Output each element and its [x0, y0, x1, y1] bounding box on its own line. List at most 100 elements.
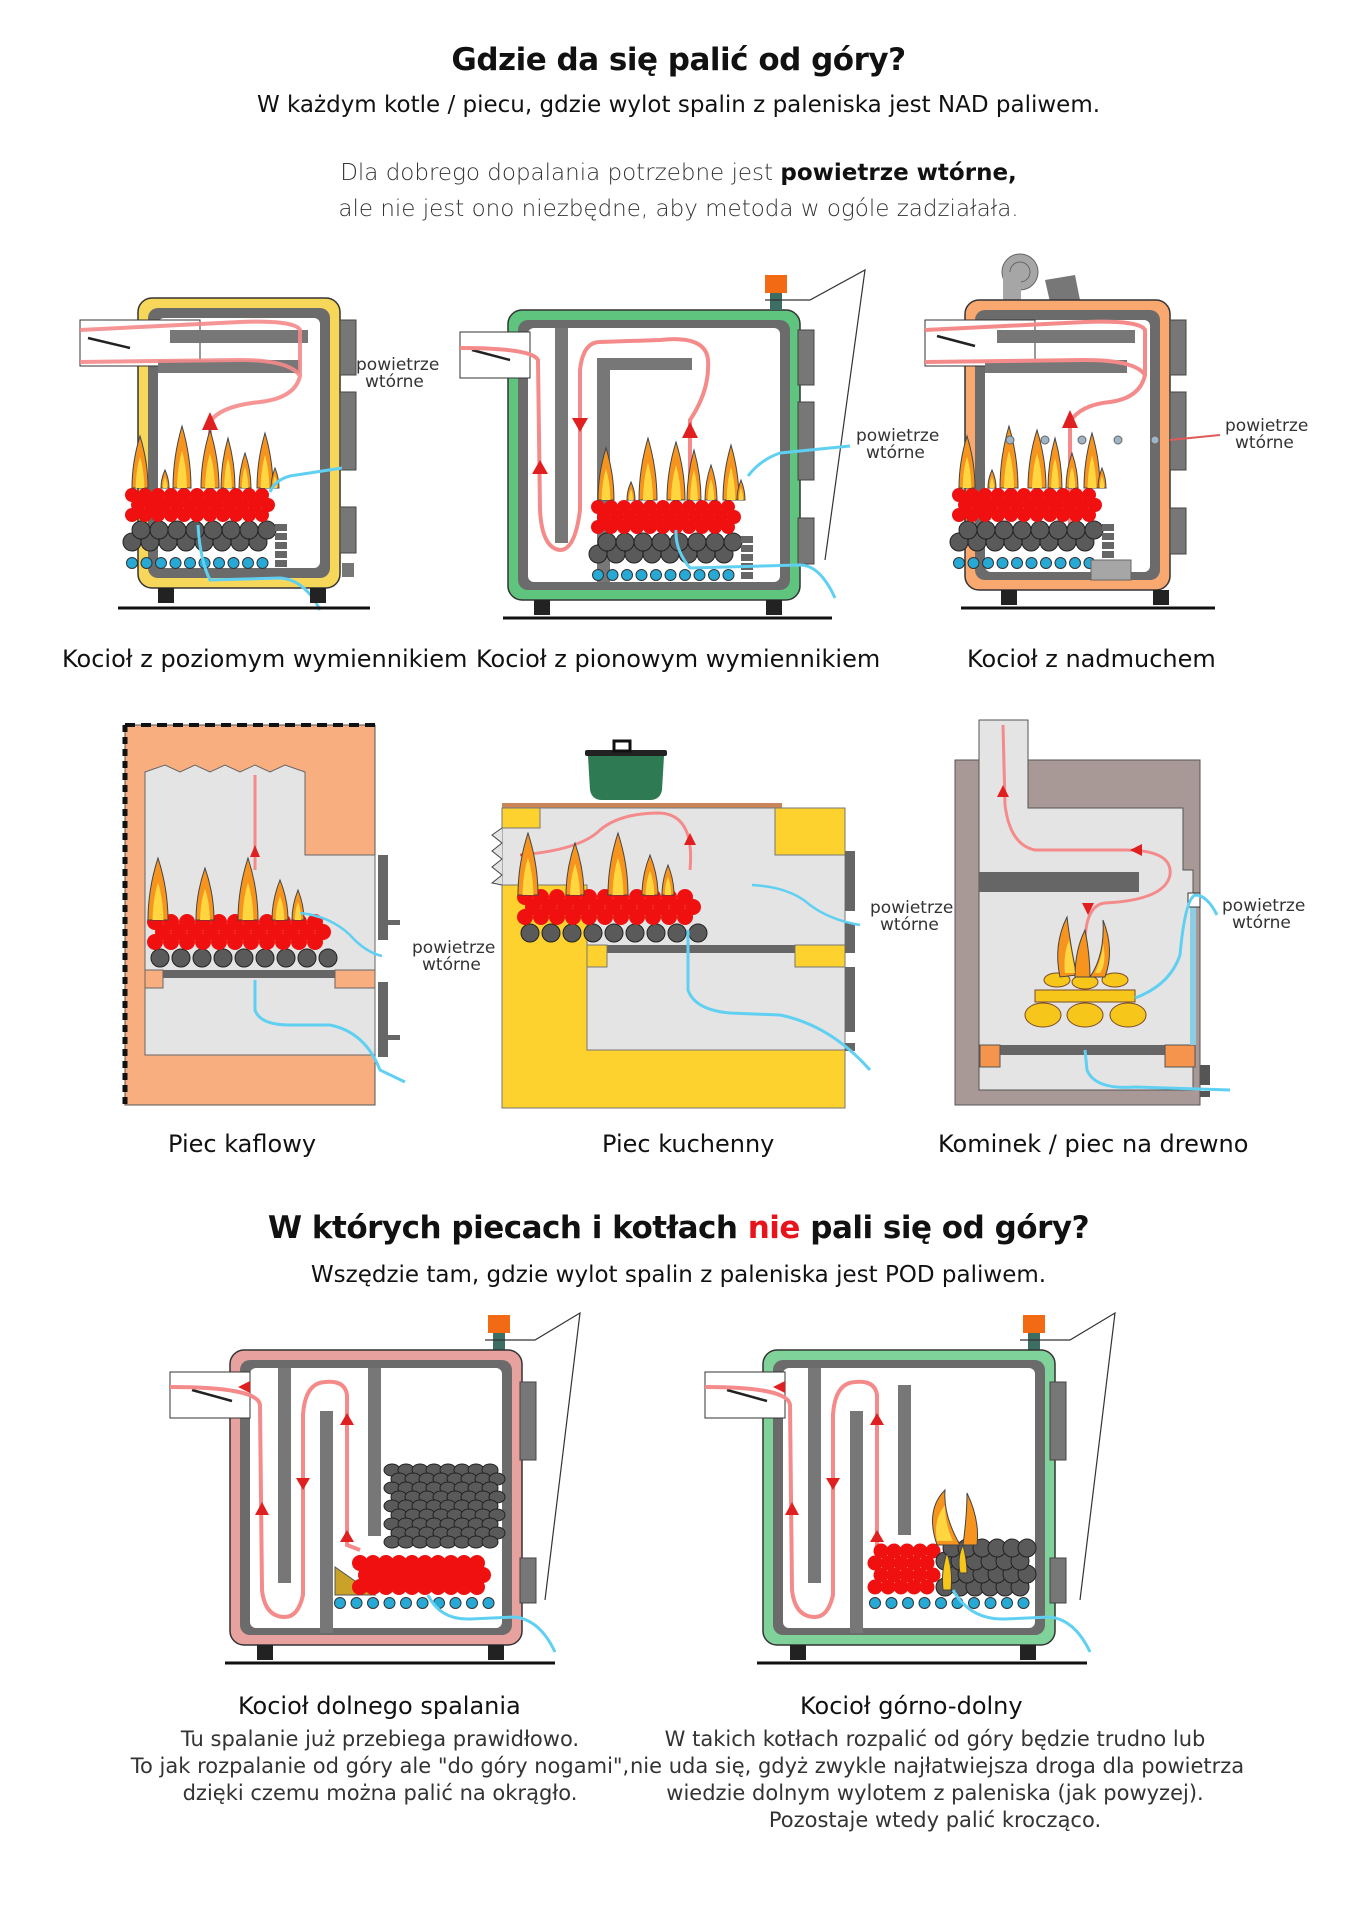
- foot: [1001, 590, 1017, 605]
- grate-bar: [140, 557, 153, 569]
- desc-line: Tu spalanie już przebiega prawidłowo.: [180, 1727, 580, 1751]
- ember-bed: [352, 1555, 491, 1595]
- grate-bar: [679, 569, 691, 581]
- air-label-1: powietrze: [1222, 896, 1305, 916]
- side-grate-slot: [275, 560, 287, 567]
- ember: [456, 1555, 472, 1571]
- secondary-air-path: [1134, 893, 1219, 1000]
- flue-arrow: [532, 460, 548, 474]
- grate-bar: [635, 569, 648, 581]
- ember: [708, 500, 722, 514]
- grate-bar: [722, 569, 735, 581]
- foot: [790, 1645, 806, 1660]
- flame-core: [260, 455, 270, 488]
- fuel-bed: [949, 424, 1114, 569]
- ember: [919, 1579, 935, 1595]
- ember: [549, 889, 565, 905]
- grate-bar: [664, 569, 677, 581]
- coal-piece: [1084, 520, 1104, 540]
- section1-note-line2: ale nie jest ono niezbędne, aby metoda w…: [338, 196, 1019, 222]
- regulator: [488, 1315, 510, 1333]
- ember: [352, 1555, 368, 1571]
- ember: [430, 1555, 446, 1571]
- flame-core: [664, 877, 672, 895]
- flame-core: [707, 479, 715, 500]
- section1-subtitle: W każdym kotle / piecu, gdzie wylot spal…: [256, 92, 1101, 118]
- flame-core: [738, 488, 744, 500]
- grate-bar: [1054, 557, 1067, 569]
- flue-arrow: [826, 1478, 840, 1490]
- flame-core: [671, 465, 681, 500]
- baffle-3: [898, 1385, 911, 1535]
- coal-piece: [185, 520, 205, 540]
- coal-piece: [203, 520, 223, 540]
- coal-piece: [234, 948, 254, 968]
- grate-bar: [982, 557, 994, 569]
- ember: [1082, 488, 1096, 502]
- flame-core: [135, 456, 145, 488]
- grate-bar: [1025, 557, 1038, 569]
- regulator-chain: [765, 268, 866, 561]
- grate-bars: [334, 1597, 495, 1609]
- coal-piece: [276, 948, 296, 968]
- ember: [682, 500, 696, 514]
- flame-core: [643, 462, 653, 500]
- description-bottom-combustion: Tu spalanie już przebiega prawidłowo. To…: [120, 1726, 640, 1807]
- coal-piece: [976, 520, 996, 540]
- door-lower: [378, 982, 388, 1057]
- flue-arrow: [1082, 903, 1094, 915]
- ember: [436, 1567, 452, 1583]
- air-label-2: wtórne: [365, 372, 424, 392]
- ember: [242, 488, 256, 502]
- desc-line: dzięki czemu można palić na okrągło.: [182, 1781, 578, 1805]
- coal-piece: [705, 532, 725, 552]
- coal-piece: [297, 948, 317, 968]
- flue-arrow: [255, 1502, 269, 1515]
- fuel-bed: [867, 1538, 1037, 1597]
- ember: [695, 500, 709, 514]
- diagram-boiler-blower: powietrze wtórne: [924, 253, 1308, 610]
- side-grate-slot: [275, 551, 287, 558]
- coal-piece: [562, 923, 582, 943]
- flame-core: [200, 888, 210, 920]
- flue-arrow: [202, 412, 218, 430]
- ember: [417, 1579, 433, 1595]
- grate-bar: [902, 1597, 914, 1609]
- ember: [899, 1543, 915, 1559]
- door-bottom: [845, 1043, 855, 1051]
- section1-note-line1: Dla dobrego dopalania potrzebne jest pow…: [0, 160, 1357, 186]
- ember: [643, 500, 657, 514]
- flue-gas-path: [79, 319, 302, 540]
- coal-piece: [481, 1535, 499, 1549]
- flame-core: [601, 468, 611, 500]
- grate-support: [586, 944, 608, 968]
- coal-piece: [958, 520, 978, 540]
- air-label-1: powietrze: [1225, 416, 1308, 436]
- flame-core: [1099, 476, 1105, 488]
- ember: [371, 1567, 387, 1583]
- wood-logs: [1024, 972, 1147, 1028]
- ember: [867, 1579, 883, 1595]
- grate-bar: [650, 569, 662, 581]
- ember: [404, 1555, 420, 1571]
- fuel-bed: [147, 856, 338, 968]
- diagram-bottom-combustion-boiler: [169, 1311, 581, 1665]
- grate-bar: [935, 1597, 947, 1609]
- blower-outlet: [1003, 272, 1021, 300]
- ember: [365, 1579, 381, 1595]
- ember: [656, 500, 670, 514]
- coal-piece: [667, 923, 687, 943]
- section2-title: W których piecach i kotłach nie pali się…: [0, 1210, 1357, 1246]
- ember: [581, 889, 597, 905]
- secondary-air-path: [268, 466, 343, 493]
- flue-arrow: [684, 833, 696, 845]
- grate-bar: [227, 557, 240, 569]
- baffle-lower: [985, 360, 1127, 373]
- ember: [669, 500, 683, 514]
- flue-arrow: [682, 422, 698, 438]
- coal-piece: [615, 532, 635, 552]
- ember: [906, 1579, 922, 1595]
- secondary-air-path: [751, 883, 861, 927]
- air-duct: [1190, 898, 1196, 1045]
- coal-piece: [520, 923, 540, 943]
